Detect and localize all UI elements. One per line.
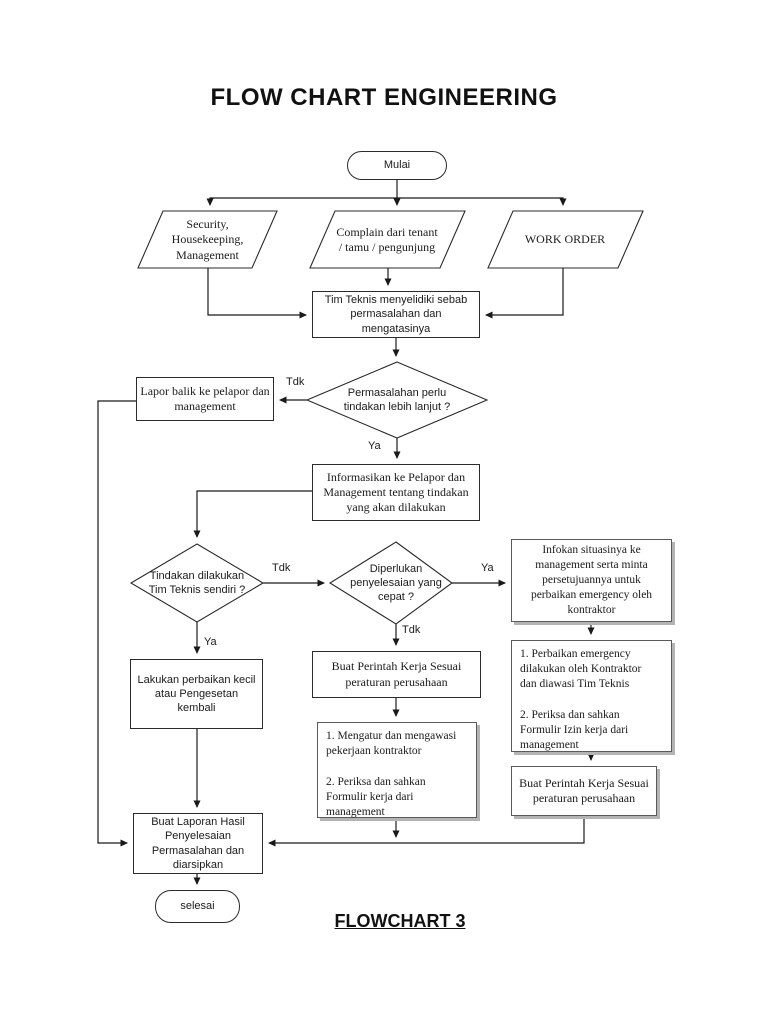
process-tim-teknis-menyelidiki: Tim Teknis menyelidiki sebab permasalaha… [312, 291, 480, 338]
edge-label-ya-2: Ya [481, 562, 494, 574]
parallelogram-workorder-shape [487, 210, 644, 269]
process-perbaikan-emergency-list: 1. Perbaikan emergency dilakukan oleh Ko… [511, 640, 672, 752]
decision-perlu-tindakan: Permasalahan perlu tindakan lebih lanjut… [343, 386, 451, 413]
diamond-penyelesaian-cepat-shape [328, 541, 453, 625]
edge-label-ya-3: Ya [204, 636, 217, 648]
edge-label-tdk-1: Tdk [286, 376, 305, 388]
process-infokan-management: Infokan situasinya ke management serta m… [511, 539, 672, 622]
io-work-order: WORK ORDER [524, 232, 606, 247]
edge-workorder-timteknis [485, 268, 564, 319]
diamond-perlu-tindakan-shape [305, 361, 489, 439]
process-buat-perintah-kerja-right: Buat Perintah Kerja Sesuai peraturan per… [511, 766, 657, 816]
process-informasikan-pelapor: Informasikan ke Pelapor dan Management t… [312, 464, 480, 521]
edge-security-timteknis [207, 268, 307, 319]
terminator-start: Mulai [347, 151, 447, 180]
edge-label-tdk-3: Tdk [402, 624, 421, 636]
parallelogram-security-shape [137, 210, 278, 269]
footer-title: FLOWCHART 3 [334, 911, 466, 931]
decision-tim-teknis-sendiri: Tindakan dilakukan Tim Teknis sendiri ? [148, 569, 246, 596]
edge-bpkright-buatlaporan [268, 816, 585, 847]
io-complain-tenant: Complain dari tenant / tamu / pengunjung [336, 224, 438, 254]
edge-label-tdk-2: Tdk [272, 562, 291, 574]
terminator-end: selesai [155, 890, 240, 923]
io-security-housekeeping: Security, Housekeeping, Management [171, 217, 244, 262]
process-buat-laporan: Buat Laporan Hasil Penyelesaian Permasal… [133, 813, 263, 874]
process-buat-perintah-kerja-mid: Buat Perintah Kerja Sesuai peraturan per… [312, 651, 481, 698]
edge-informasikan-decision2 [193, 490, 312, 538]
process-mengatur-mengawasi-list: 1. Mengatur dan mengawasi pekerjaan kont… [317, 722, 477, 818]
page-title: FLOW CHART ENGINEERING [210, 84, 558, 111]
edge-label-ya-1: Ya [368, 440, 381, 452]
diamond-tim-sendiri-shape [129, 543, 265, 623]
edge-start-workorder [397, 197, 567, 206]
decision-penyelesaian-cepat: Diperlukan penyelesaian yang cepat ? [350, 562, 442, 604]
process-lakukan-perbaikan: Lakukan perbaikan kecil atau Pengesetan … [130, 659, 263, 729]
edge-start-security [206, 197, 397, 206]
edge-laporbalik-buatlaporan [97, 400, 136, 847]
parallelogram-complain-shape [309, 210, 466, 269]
process-lapor-balik: Lapor balik ke pelapor dan management [136, 377, 274, 421]
